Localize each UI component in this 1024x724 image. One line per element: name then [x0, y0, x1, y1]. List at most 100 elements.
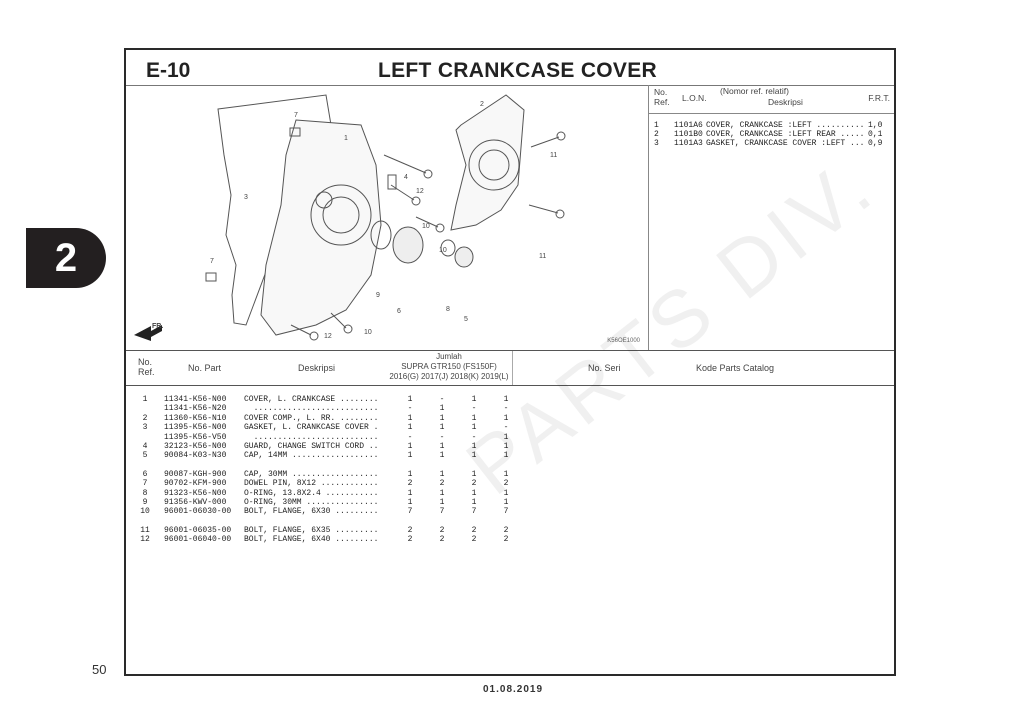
part-number: 11395-K56-V50	[164, 432, 227, 442]
part-description: O-RING, 30MM ...............	[244, 497, 379, 507]
exploded-diagram: 1 2 3 4 5 6 7 7 8 9 10 10 10 11 11 12 12…	[126, 85, 649, 350]
quantity-cell: 2	[503, 479, 509, 489]
svg-text:3: 3	[244, 194, 248, 201]
svg-text:5: 5	[464, 316, 468, 323]
parts-table-body: 1 11341-K56-N00 COVER, L. CRANKCASE ......…	[126, 395, 522, 544]
part-description: COVER, L. CRANKCASE ........	[244, 395, 379, 404]
quantity-cell: 1	[439, 404, 445, 414]
quantity-cell: 1	[503, 441, 509, 451]
quantity-cell: -	[503, 404, 509, 414]
header-no-ref: No.Ref.	[138, 357, 155, 377]
part-description: ..........................	[244, 432, 379, 442]
svg-text:7: 7	[210, 258, 214, 265]
quantity-cell: 2	[471, 525, 477, 535]
quantity-cell: 1	[471, 413, 477, 423]
header-kode-catalog: Kode Parts Catalog	[696, 363, 775, 373]
quantity-cell: 1	[439, 413, 445, 423]
quantity-cell: 2	[407, 535, 413, 545]
header-jumlah: Jumlah SUPRA GTR150 (FS150F) 2016(G) 201…	[384, 352, 514, 382]
quantity-cell: -	[471, 404, 477, 414]
quantity-cell: 1	[407, 469, 413, 479]
svg-text:10: 10	[439, 247, 447, 254]
ref-number: 12	[140, 535, 150, 545]
front-arrow-label: FR.	[152, 323, 163, 330]
quantity-cell: 1	[439, 488, 445, 498]
quantity-cell: 2	[407, 525, 413, 535]
ref-number	[126, 404, 164, 413]
frt-lon: 1101B0	[674, 130, 703, 139]
quantity-cell: 1	[439, 441, 445, 451]
part-description: BOLT, FLANGE, 6X30 .........	[244, 507, 379, 517]
part-number: 90087-KGH-900	[164, 469, 227, 479]
section-tab: 2	[26, 228, 106, 288]
quantity-cell: 1	[407, 413, 413, 423]
svg-text:1: 1	[344, 135, 348, 142]
frt-panel: No.Ref. L.O.N. (Nomor ref. relatif) Desk…	[648, 85, 894, 350]
quantity-cell: 1	[503, 469, 509, 479]
frt-rows: 1 1101A6 COVER, CRANKCASE :LEFT ........…	[654, 121, 882, 148]
quantity-cell: 1	[471, 469, 477, 479]
svg-text:9: 9	[376, 292, 380, 299]
part-description: CAP, 30MM ..................	[244, 469, 379, 479]
part-number: 96001-06030-00	[164, 507, 232, 517]
part-number: 90702-KFM-900	[164, 479, 227, 489]
quantity-cell: 2	[503, 535, 509, 545]
header-divider	[512, 351, 513, 385]
publication-date: 01.08.2019	[483, 684, 544, 695]
quantity-cell: 1	[471, 488, 477, 498]
quantity-cell: 7	[471, 507, 477, 517]
header-jumlah-label: Jumlah	[436, 352, 462, 361]
quantity-cell: 1	[439, 469, 445, 479]
page-number: 50	[92, 662, 107, 677]
part-number: 11341-K56-N00	[164, 395, 227, 404]
part-number: 91356-KWV-000	[164, 497, 227, 507]
part-number: 90084-K03-N30	[164, 451, 227, 461]
quantity-cell: -	[439, 432, 445, 442]
quantity-cell: -	[407, 404, 413, 414]
part-number: 96001-06035-00	[164, 525, 232, 535]
header-deskripsi: Deskripsi	[298, 363, 336, 373]
frt-header-no-ref: No.Ref.	[654, 87, 670, 107]
quantity-cell: 7	[503, 507, 509, 517]
quantity-cell: -	[503, 423, 509, 433]
parts-table-header: No.Ref. No. Part Deskripsi Jumlah SUPRA …	[126, 350, 894, 386]
svg-text:10: 10	[364, 329, 372, 336]
quantity-cell: 1	[503, 432, 509, 442]
quantity-cell: 1	[503, 451, 509, 461]
part-number: 11395-K56-N00	[164, 423, 227, 433]
quantity-cell: 1	[439, 423, 445, 433]
quantity-cell: 1	[471, 423, 477, 433]
frt-no: 1	[654, 121, 659, 130]
ref-number: 2	[142, 413, 148, 423]
ref-number: 6	[142, 469, 148, 479]
part-number: 32123-K56-N00	[164, 441, 227, 451]
quantity-cell: 1	[503, 497, 509, 507]
catalog-page-frame: E-10 LEFT CRANKCASE COVER	[124, 48, 896, 676]
frt-header: No.Ref. L.O.N. (Nomor ref. relatif) Desk…	[648, 85, 894, 114]
quantity-cell: 2	[471, 479, 477, 489]
frt-row: 2 1101B0 COVER, CRANKCASE :LEFT REAR ...…	[654, 130, 882, 139]
quantity-cell: 1	[503, 413, 509, 423]
diagram-code: K56OE1000	[607, 338, 640, 344]
svg-text:12: 12	[324, 333, 332, 340]
svg-text:7: 7	[294, 112, 298, 119]
table-row: 6 90087-KGH-900 CAP, 30MM ................…	[126, 470, 522, 479]
header-years: 2016(G) 2017(J) 2018(K) 2019(L)	[389, 372, 509, 381]
quantity-cell: 1	[503, 488, 509, 498]
quantity-cell: -	[471, 432, 477, 442]
ref-number: 9	[142, 497, 148, 507]
part-description: ..........................	[244, 404, 379, 414]
quantity-cell: 1	[407, 441, 413, 451]
quantity-cell: 1	[439, 497, 445, 507]
quantity-cell: 1	[471, 441, 477, 451]
frt-header-desc-note: (Nomor ref. relatif)	[720, 86, 789, 96]
svg-text:8: 8	[446, 306, 450, 313]
svg-text:12: 12	[416, 188, 424, 195]
frt-row: 1 1101A6 COVER, CRANKCASE :LEFT ........…	[654, 121, 882, 130]
part-description: GASKET, L. CRANKCASE COVER .	[244, 423, 379, 433]
quantity-cell: 1	[503, 395, 509, 404]
